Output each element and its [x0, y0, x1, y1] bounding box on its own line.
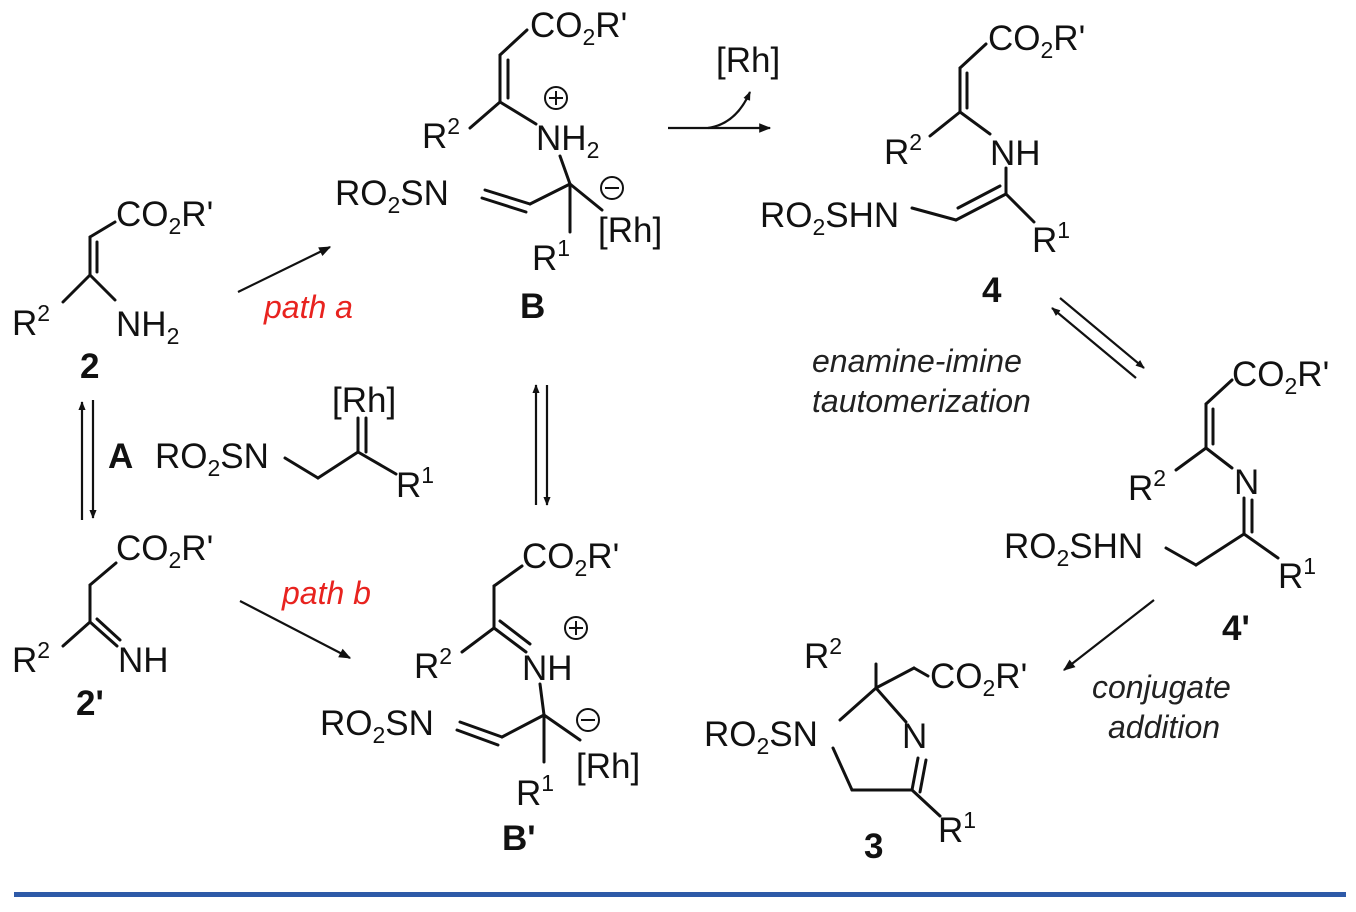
positive-charge-icon — [564, 616, 588, 640]
svg-text:R1: R1 — [516, 770, 554, 813]
tautomerization-caption-line2: tautomerization — [812, 383, 1031, 419]
compound-label-4: 4 — [982, 271, 1002, 310]
compound-3: R2 CO2R' RO2SN N R1 3 — [704, 633, 1027, 866]
svg-text:NH: NH — [990, 134, 1041, 173]
svg-text:[Rh]: [Rh] — [332, 381, 396, 420]
path-b-arrow: path b — [239, 575, 371, 659]
tautomerization-caption-line1: enamine-imine — [812, 343, 1022, 379]
compound-label-2prime: 2' — [76, 684, 104, 723]
svg-text:RO2SN: RO2SN — [155, 437, 269, 481]
compound-2prime: CO2R' R2 NH 2' — [12, 529, 213, 723]
svg-text:RO2SHN: RO2SHN — [760, 196, 899, 240]
bottom-rule — [14, 892, 1346, 897]
svg-text:R2: R2 — [1128, 465, 1166, 508]
compound-4: CO2R' R2 NH RO2SHN R1 4 — [760, 19, 1085, 310]
svg-text:NH: NH — [118, 641, 169, 680]
svg-text:R1: R1 — [396, 462, 434, 505]
svg-text:RO2SN: RO2SN — [320, 704, 434, 748]
svg-text:R2: R2 — [422, 113, 460, 156]
svg-text:R2: R2 — [884, 129, 922, 172]
svg-text:N: N — [1234, 463, 1259, 502]
compound-label-A: A — [108, 437, 133, 476]
svg-text:CO2R': CO2R' — [1232, 355, 1329, 399]
compound-label-3: 3 — [864, 827, 883, 866]
equilibrium-2-2p: A — [78, 400, 133, 520]
svg-text:R2: R2 — [12, 300, 50, 343]
svg-text:R2: R2 — [804, 633, 842, 676]
path-a-arrow: path a — [237, 246, 353, 325]
svg-text:CO2R': CO2R' — [116, 195, 213, 239]
equilibrium-4-4p: enamine-imine tautomerization — [812, 297, 1145, 419]
svg-text:NH2: NH2 — [116, 305, 179, 349]
intermediate-Bprime: CO2R' R2 NH RO2SN [Rh] R1 B' — [320, 537, 640, 858]
negative-charge-icon — [600, 176, 624, 200]
equilibrium-B-Bp — [532, 384, 551, 506]
svg-text:CO2R': CO2R' — [988, 19, 1085, 63]
svg-text:NH: NH — [522, 649, 573, 688]
svg-text:CO2R': CO2R' — [930, 657, 1027, 701]
svg-text:RO2SN: RO2SN — [335, 174, 449, 218]
path-a-label: path a — [263, 289, 353, 325]
compound-label-2: 2 — [80, 347, 99, 386]
compound-label-4prime: 4' — [1222, 609, 1250, 648]
svg-text:R1: R1 — [532, 235, 570, 278]
compound-2: CO2R' R2 NH2 2 — [12, 195, 213, 386]
svg-text:CO2R': CO2R' — [522, 537, 619, 581]
svg-text:R2: R2 — [414, 643, 452, 686]
svg-text:N: N — [902, 717, 927, 756]
conjugate-caption-line1: conjugate — [1092, 669, 1231, 705]
svg-text:R2: R2 — [12, 637, 50, 680]
svg-text:[Rh]: [Rh] — [576, 747, 640, 786]
svg-text:NH2: NH2 — [536, 119, 599, 163]
rh-released-label: [Rh] — [716, 41, 780, 80]
rh-release-arrow: [Rh] — [668, 41, 780, 133]
compound-label-B: B — [520, 287, 545, 326]
positive-charge-icon — [544, 86, 568, 110]
intermediate-B: CO2R' R2 NH2 RO2SN [Rh] R1 B — [335, 6, 662, 326]
svg-text:CO2R': CO2R' — [530, 6, 627, 50]
svg-text:CO2R': CO2R' — [116, 529, 213, 573]
path-b-label: path b — [281, 575, 371, 611]
conjugate-caption-line2: addition — [1108, 709, 1220, 745]
svg-text:R1: R1 — [1032, 217, 1070, 260]
svg-text:RO2SHN: RO2SHN — [1004, 527, 1143, 571]
rh-carbenoid-A: [Rh] RO2SN R1 — [155, 381, 434, 505]
svg-text:R1: R1 — [1278, 553, 1316, 596]
svg-text:[Rh]: [Rh] — [598, 211, 662, 250]
svg-text:R1: R1 — [938, 807, 976, 850]
compound-4prime: CO2R' R2 N RO2SHN R1 4' — [1004, 355, 1329, 648]
conjugate-addition-arrow: conjugate addition — [1063, 599, 1231, 745]
compound-label-Bprime: B' — [502, 819, 536, 858]
svg-text:RO2SN: RO2SN — [704, 715, 818, 759]
negative-charge-icon — [576, 708, 600, 732]
